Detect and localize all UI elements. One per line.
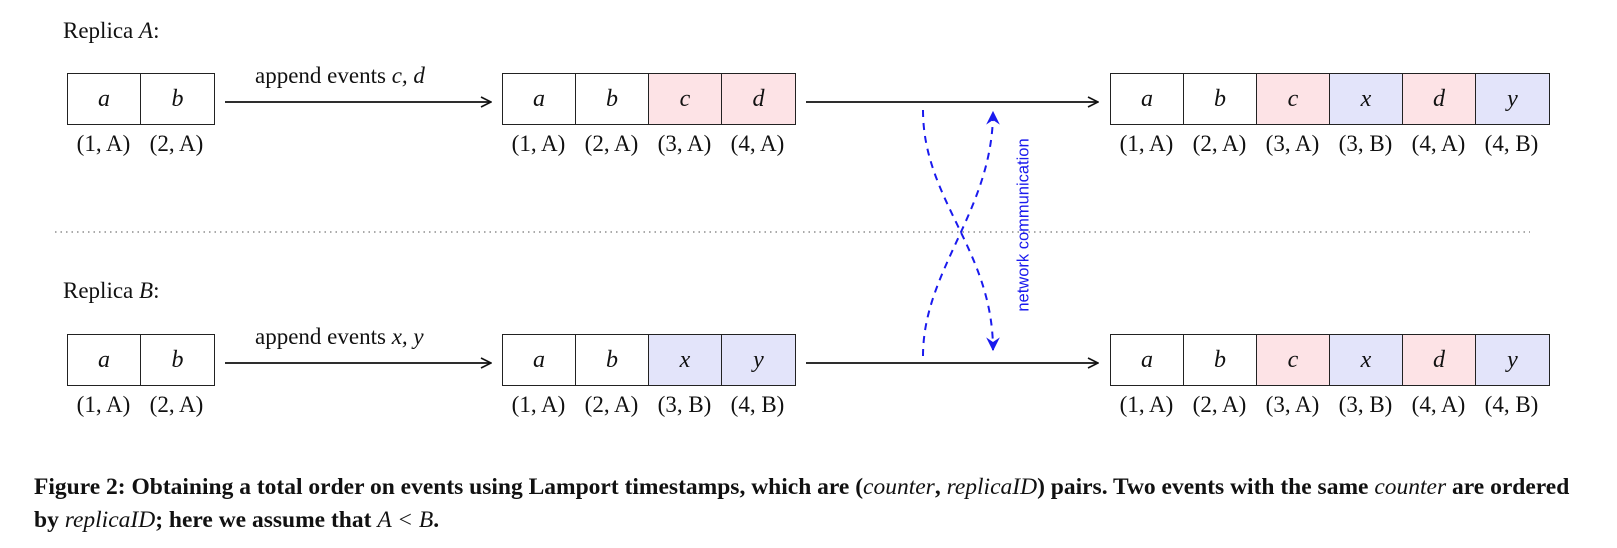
figure-caption: Figure 2: Obtaining a total order on eve… bbox=[34, 474, 1570, 533]
replica-a-append-label: append events c, d bbox=[255, 63, 425, 88]
event-cell-c: c bbox=[1257, 335, 1330, 385]
lamport-timestamp: (1, A) bbox=[76, 131, 131, 156]
event-cell-b: b bbox=[1184, 335, 1257, 385]
lamport-timestamp: (2, A) bbox=[584, 392, 639, 417]
lamport-timestamp: (2, A) bbox=[584, 131, 639, 156]
lamport-timestamp: (1, A) bbox=[511, 131, 566, 156]
event-cell-a: a bbox=[68, 74, 141, 124]
lamport-timestamp: (4, B) bbox=[1484, 392, 1539, 417]
event-cell-d: d bbox=[1403, 74, 1476, 124]
network-arrow-a-to-b bbox=[922, 109, 1000, 352]
event-cell-y: y bbox=[722, 335, 795, 385]
lamport-timestamp: (4, A) bbox=[1411, 392, 1466, 417]
lamport-timestamp: (1, A) bbox=[1119, 131, 1174, 156]
event-cell-y: y bbox=[1476, 74, 1549, 124]
lamport-timestamp: (1, A) bbox=[1119, 392, 1174, 417]
replica-a-merged-timestamps: (1, A) (2, A) (3, A) (3, B) (4, A) (4, B) bbox=[1110, 131, 1548, 157]
replica-b-merged-timestamps: (1, A) (2, A) (3, A) (3, B) (4, A) (4, B) bbox=[1110, 392, 1548, 418]
replica-a-initial-timestamps: (1, A) (2, A) bbox=[67, 131, 213, 157]
network-communication-label: network communication bbox=[1014, 138, 1033, 312]
lamport-timestamp: (4, A) bbox=[1411, 131, 1466, 156]
lamport-timestamp: (2, A) bbox=[149, 392, 204, 417]
lamport-timestamp: (2, A) bbox=[1192, 392, 1247, 417]
lamport-timestamp: (4, B) bbox=[730, 392, 785, 417]
replica-a-label: Replica A: bbox=[63, 18, 160, 43]
replica-b-label: Replica B: bbox=[63, 278, 160, 303]
event-cell-b: b bbox=[141, 335, 214, 385]
event-cell-a: a bbox=[1111, 74, 1184, 124]
lamport-timestamp: (4, A) bbox=[730, 131, 785, 156]
lamport-timestamp: (3, B) bbox=[657, 392, 712, 417]
event-cell-a: a bbox=[68, 335, 141, 385]
lamport-timestamp: (3, A) bbox=[1265, 131, 1320, 156]
event-cell-y: y bbox=[1476, 335, 1549, 385]
lamport-timestamp: (1, A) bbox=[76, 392, 131, 417]
event-cell-c: c bbox=[649, 74, 722, 124]
lamport-timestamp: (1, A) bbox=[511, 392, 566, 417]
event-cell-d: d bbox=[1403, 335, 1476, 385]
event-cell-b: b bbox=[1184, 74, 1257, 124]
lamport-timestamp: (3, A) bbox=[1265, 392, 1320, 417]
lamport-timestamp: (3, A) bbox=[657, 131, 712, 156]
network-arrow-b-to-a bbox=[922, 110, 1000, 357]
event-cell-a: a bbox=[1111, 335, 1184, 385]
event-cell-b: b bbox=[576, 74, 649, 124]
event-cell-a: a bbox=[503, 335, 576, 385]
event-cell-a: a bbox=[503, 74, 576, 124]
event-cell-x: x bbox=[1330, 74, 1403, 124]
lamport-timestamp: (2, A) bbox=[149, 131, 204, 156]
replica-b-initial-timestamps: (1, A) (2, A) bbox=[67, 392, 213, 418]
lamport-timestamp: (2, A) bbox=[1192, 131, 1247, 156]
replica-b-appended-timestamps: (1, A) (2, A) (3, B) (4, B) bbox=[502, 392, 794, 418]
diagram-arrows bbox=[55, 0, 1530, 440]
event-cell-d: d bbox=[722, 74, 795, 124]
replica-b-append-label: append events x, y bbox=[255, 324, 424, 349]
event-cell-x: x bbox=[649, 335, 722, 385]
event-cell-x: x bbox=[1330, 335, 1403, 385]
event-cell-b: b bbox=[141, 74, 214, 124]
event-cell-b: b bbox=[576, 335, 649, 385]
lamport-timestamp: (3, B) bbox=[1338, 392, 1393, 417]
event-cell-c: c bbox=[1257, 74, 1330, 124]
replica-a-appended-timestamps: (1, A) (2, A) (3, A) (4, A) bbox=[502, 131, 794, 157]
lamport-timestamp: (4, B) bbox=[1484, 131, 1539, 156]
lamport-timestamp: (3, B) bbox=[1338, 131, 1393, 156]
